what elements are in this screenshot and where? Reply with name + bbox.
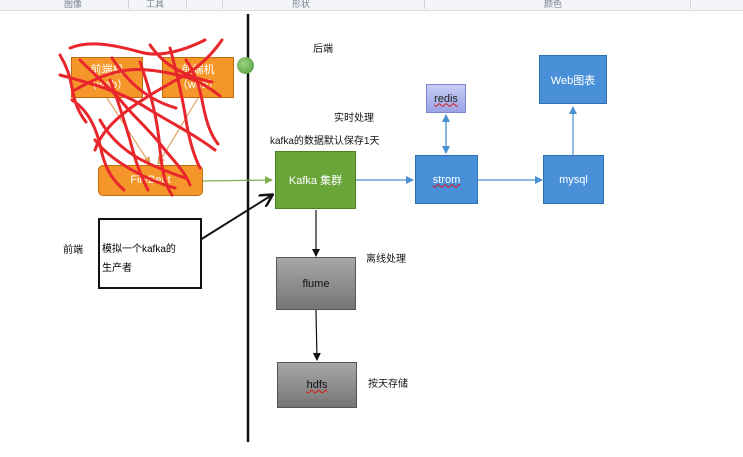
arrow-flume-to-hdfs bbox=[312, 309, 321, 361]
mysql-node: mysql bbox=[543, 155, 604, 204]
hdfs-node: hdfs bbox=[277, 362, 357, 408]
kafka-producer-note: 模拟一个kafka的 生产者 bbox=[98, 218, 202, 289]
ribbon-separator bbox=[690, 0, 691, 9]
backend-label: 后端 bbox=[313, 44, 333, 55]
ribbon-bar: 图像 工具 形状 颜色 bbox=[0, 0, 743, 11]
redis-node: redis bbox=[426, 84, 466, 113]
ribbon-label-colors[interactable]: 颜色 bbox=[544, 0, 563, 9]
node-label: redis bbox=[434, 92, 458, 105]
frontend-label: 前端 bbox=[63, 245, 83, 256]
storm-node: strom bbox=[415, 155, 478, 204]
kafka-cluster-node: Kafka 集群 bbox=[275, 151, 356, 209]
offline-processing-label: 离线处理 bbox=[366, 254, 406, 265]
cursor-dot-icon bbox=[237, 57, 254, 74]
flume-node: flume bbox=[276, 257, 356, 310]
ribbon-label-image[interactable]: 图像 bbox=[64, 0, 83, 9]
web-chart-node: Web图表 bbox=[539, 55, 607, 104]
ribbon-label-shapes[interactable]: 形状 bbox=[292, 0, 311, 9]
producer-line-1: 模拟一个kafka的 bbox=[102, 244, 176, 255]
by-day-storage-label: 按天存储 bbox=[368, 379, 408, 390]
kafka-retention-label: kafka的数据默认保存1天 bbox=[270, 136, 380, 147]
ribbon-separator bbox=[222, 0, 223, 9]
producer-line-2: 生产者 bbox=[102, 263, 132, 274]
node-label: strom bbox=[432, 173, 461, 186]
ribbon-separator bbox=[128, 0, 129, 9]
arrow-producer-to-kafka bbox=[199, 195, 272, 241]
arrow-filebeat-to-kafka bbox=[202, 176, 273, 185]
ribbon-separator bbox=[186, 0, 187, 9]
realtime-processing-label: 实时处理 bbox=[334, 113, 374, 124]
node-label: hdfs bbox=[306, 379, 328, 391]
ribbon-label-tools[interactable]: 工具 bbox=[146, 0, 165, 9]
arrow-web2-to-filebeat bbox=[157, 97, 199, 165]
ribbon-separator bbox=[424, 0, 425, 9]
